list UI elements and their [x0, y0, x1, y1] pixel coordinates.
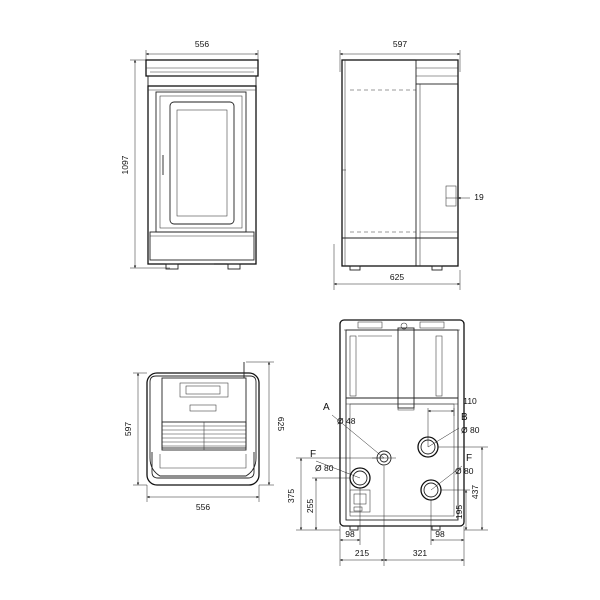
top-depth-dim-597: 597 [123, 422, 133, 436]
label-f-right: F [466, 453, 472, 464]
dim-195: 195 [454, 505, 464, 519]
front-height-dim: 1097 [120, 155, 130, 174]
label-f-right-diameter: Ø 80 [455, 466, 474, 476]
label-f-left: F [310, 449, 316, 460]
dim-98-right: 98 [435, 529, 445, 539]
top-width-dim: 556 [196, 502, 210, 512]
front-view: 556 1097 [120, 39, 259, 270]
top-view: 597 625 556 [123, 361, 286, 512]
label-b-offset: 110 [463, 396, 477, 406]
label-a-diameter: Ø 48 [337, 416, 356, 426]
side-small-dim: 19 [474, 192, 484, 202]
front-width-dim: 556 [195, 39, 209, 49]
side-overall-depth-dim: 625 [390, 272, 404, 282]
rear-view: A Ø 48 B Ø 80 110 F Ø 80 F Ø 80 375 255 … [286, 319, 488, 566]
label-a: A [323, 402, 330, 413]
label-b-diameter: Ø 80 [461, 425, 480, 435]
dim-437: 437 [470, 485, 480, 499]
side-depth-dim: 597 [393, 39, 407, 49]
dim-215: 215 [355, 548, 369, 558]
side-view: 597 19 625 [333, 39, 484, 290]
top-depth-dim-625: 625 [276, 417, 286, 431]
dim-98-left: 98 [345, 529, 355, 539]
dim-375: 375 [286, 489, 296, 503]
dim-255: 255 [305, 499, 315, 513]
dim-321: 321 [413, 548, 427, 558]
label-f-left-diameter: Ø 80 [315, 463, 334, 473]
label-b: B [461, 412, 468, 423]
